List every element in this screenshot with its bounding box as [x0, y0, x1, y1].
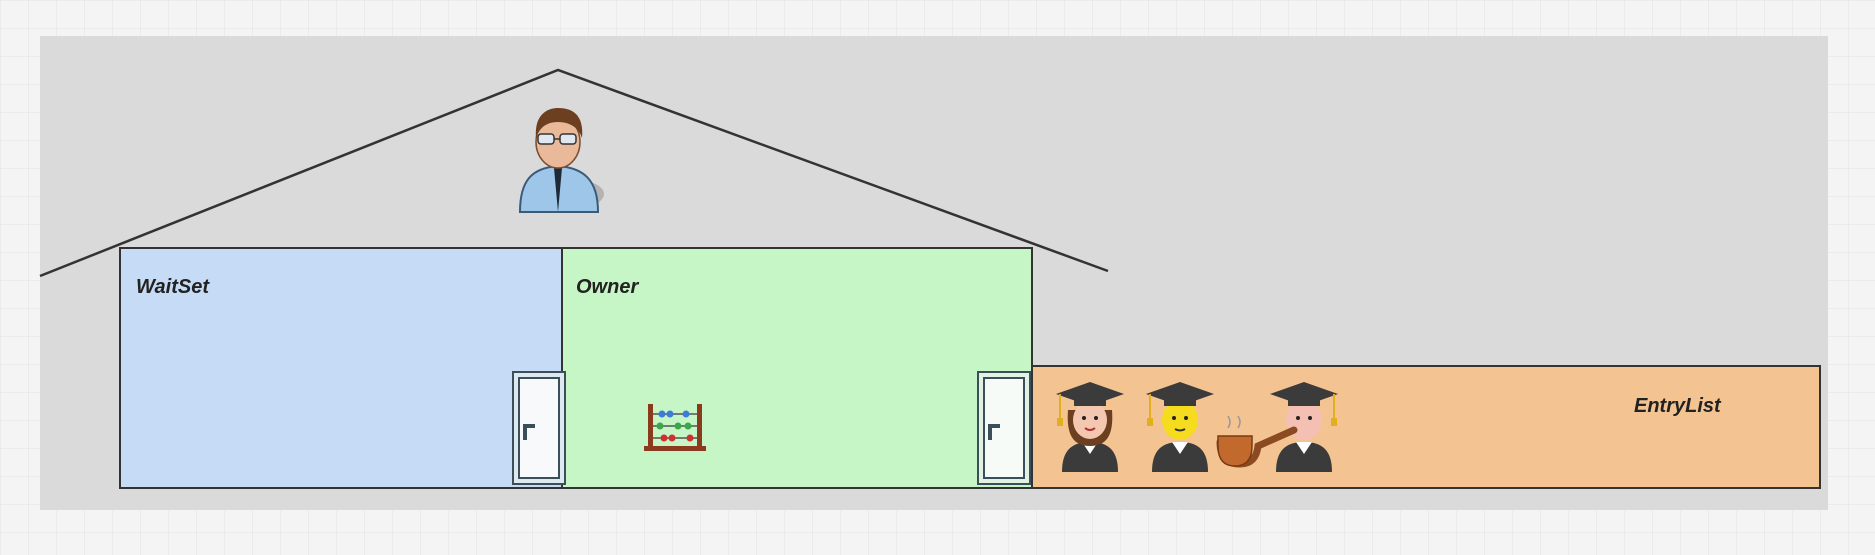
entrylist-label: EntryList	[1634, 395, 1721, 417]
owner-region	[561, 247, 1033, 489]
waitset-region	[119, 247, 563, 489]
owner-label: Owner	[576, 276, 639, 298]
abacus-icon	[644, 404, 706, 451]
waitset-door-icon	[512, 371, 566, 485]
graduate-yellow-icon	[1146, 382, 1214, 472]
roof-line	[39, 68, 1109, 278]
graduate-girl-icon	[1056, 382, 1124, 472]
waitset-label: WaitSet	[136, 276, 209, 298]
person-with-glasses-icon	[518, 108, 604, 213]
entrylist-region	[1031, 365, 1821, 489]
graduate-pipe-icon	[1216, 382, 1338, 472]
entry-door-icon	[977, 371, 1031, 485]
